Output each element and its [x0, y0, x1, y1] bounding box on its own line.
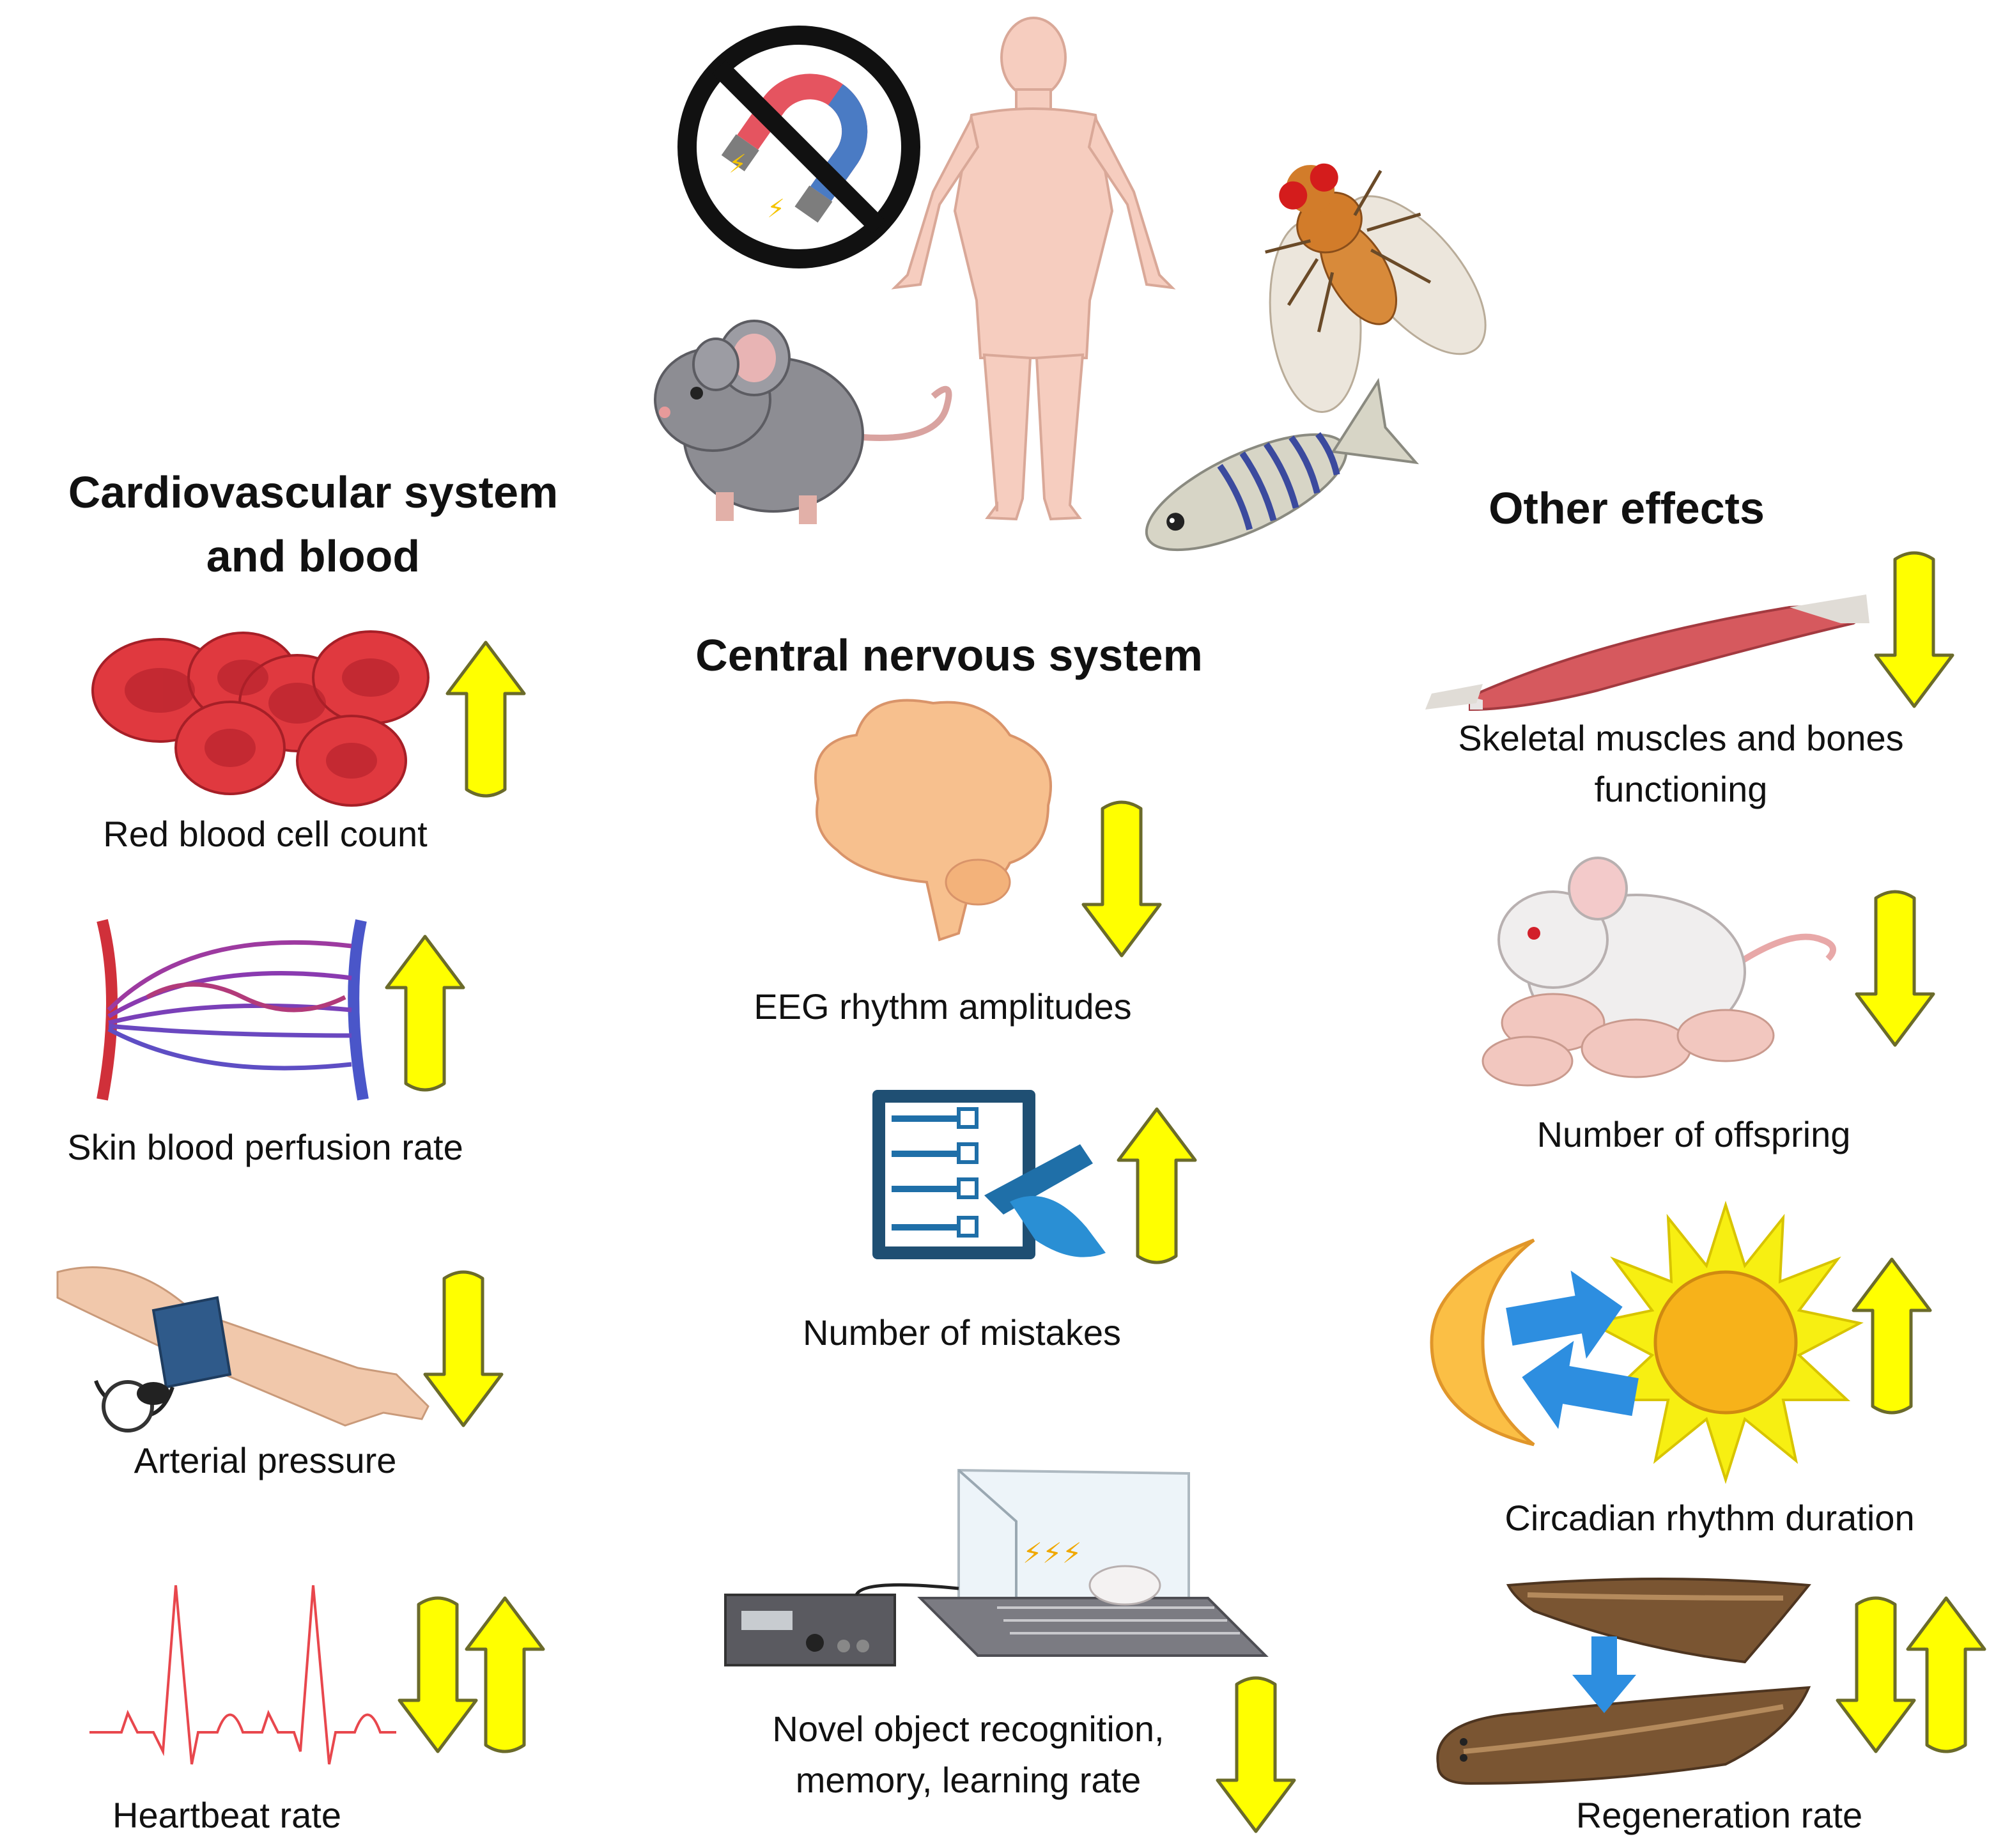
cardio-label-red-blood-cell-count: Red blood cell count	[103, 814, 428, 854]
cns-label-novel-object-line1: Novel object recognition,	[772, 1709, 1164, 1749]
arrow-down-regeneration	[1837, 1598, 1914, 1751]
cardio-label-skin-perfusion: Skin blood perfusion rate	[67, 1127, 463, 1167]
other-label-muscles: Skeletal muscles and bones functioning	[1400, 713, 1962, 815]
arrow-down-eeg	[1083, 802, 1160, 956]
arrow-up-regeneration	[1908, 1598, 1984, 1751]
cns-label-mistakes: Number of mistakes	[803, 1312, 1121, 1353]
cardio-title-line1: Cardiovascular system	[68, 467, 559, 517]
other-label-muscles-line1: Skeletal muscles and bones	[1458, 718, 1904, 758]
arrow-down-novel-object	[1218, 1678, 1294, 1831]
svg-text:⚡: ⚡	[767, 194, 785, 224]
cardio-title: Cardiovascular system and blood	[0, 460, 626, 588]
cardio-title-line2: and blood	[206, 531, 421, 581]
other-label-offspring: Number of offspring	[1536, 1114, 1851, 1154]
arrow-up-mistakes	[1118, 1109, 1195, 1262]
arrow-down-heartbeat	[399, 1598, 476, 1751]
other-label-circadian: Circadian rhythm duration	[1505, 1498, 1915, 1538]
arrow-up-skin-perfusion	[387, 936, 463, 1090]
cns-title: Central nervous system	[695, 630, 1203, 680]
arrow-up-red-blood-cell	[447, 642, 524, 796]
arrow-down-muscles	[1876, 553, 1953, 706]
cardio-label-arterial-pressure: Arterial pressure	[134, 1440, 397, 1480]
arrow-up-circadian	[1853, 1259, 1930, 1413]
other-title: Other effects	[1489, 483, 1765, 533]
svg-text:⚡: ⚡	[729, 150, 747, 179]
cns-label-eeg: EEG rhythm amplitudes	[754, 986, 1132, 1027]
cns-label-novel-object: Novel object recognition, memory, learni…	[716, 1704, 1221, 1806]
cardio-label-heartbeat-rate: Heartbeat rate	[112, 1795, 341, 1835]
svg-text:⚡⚡⚡: ⚡⚡⚡	[1023, 1537, 1082, 1570]
arrow-down-arterial-pressure	[425, 1272, 502, 1425]
arrow-up-heartbeat	[467, 1598, 543, 1751]
other-label-muscles-line2: functioning	[1594, 769, 1768, 809]
other-label-regeneration: Regeneration rate	[1575, 1795, 1863, 1835]
cns-label-novel-object-line2: memory, learning rate	[795, 1760, 1141, 1800]
arrow-down-offspring	[1857, 892, 1933, 1045]
